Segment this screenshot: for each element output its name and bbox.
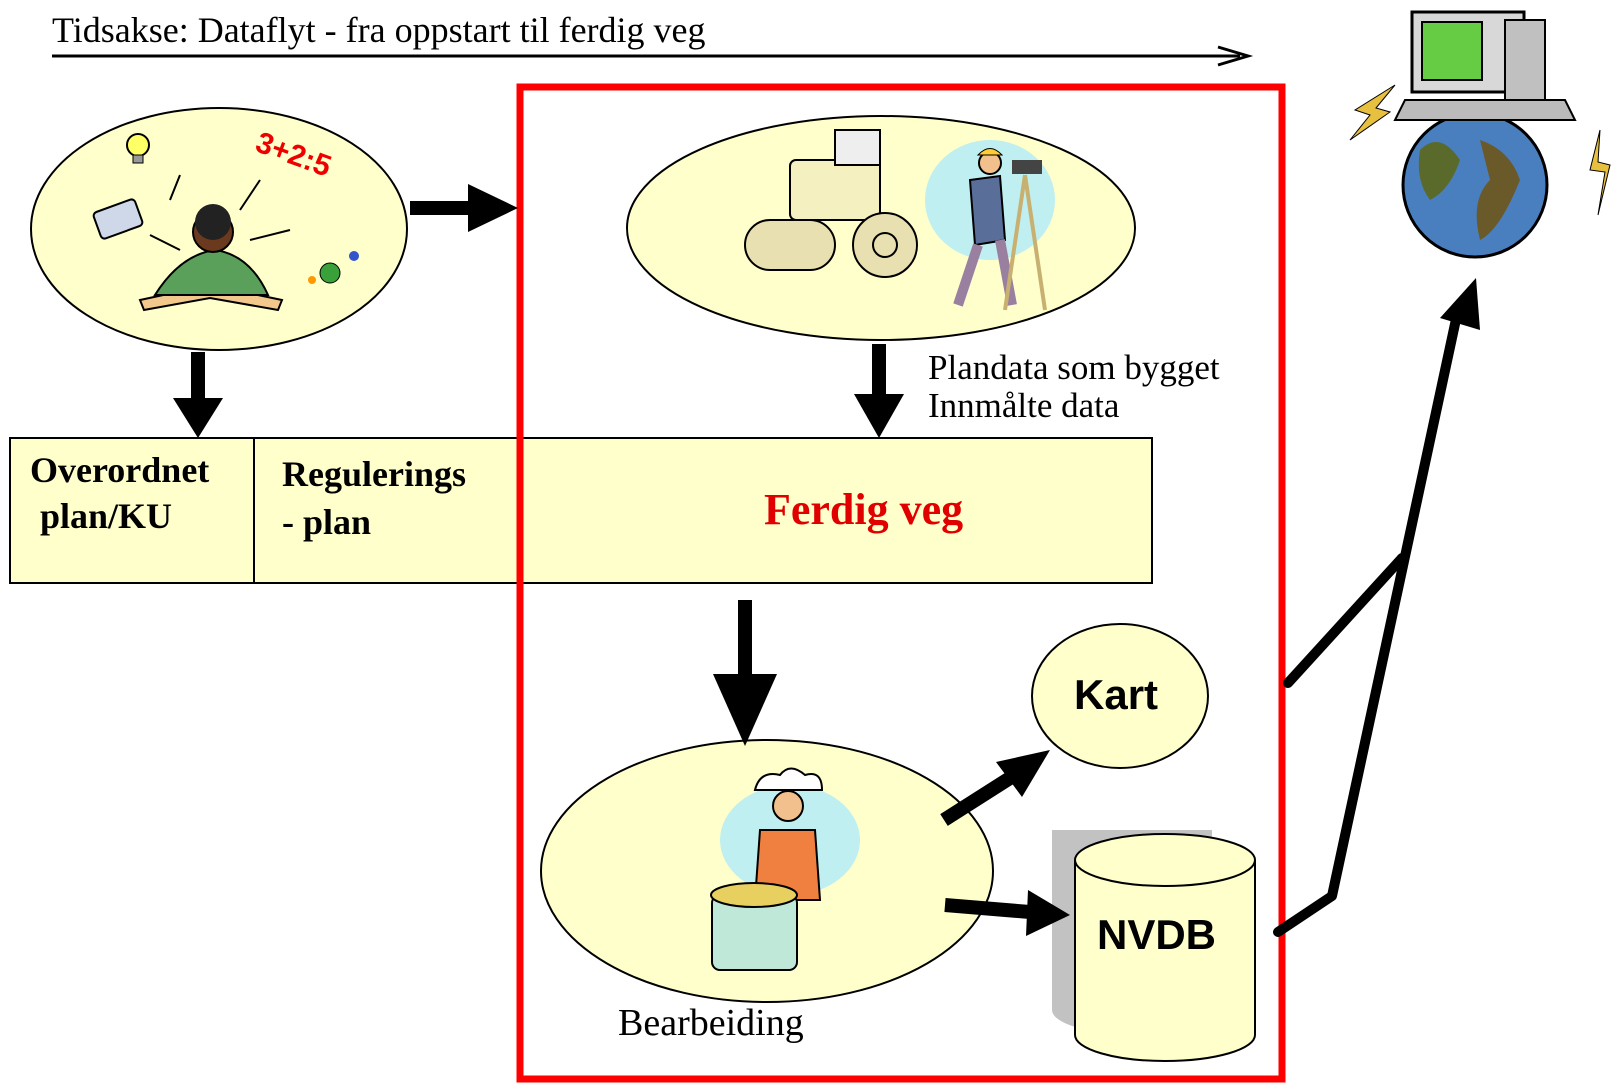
construction-note-line1: Plandata som bygget [928, 348, 1220, 387]
ferdig-veg-label: Ferdig veg [764, 485, 964, 534]
nvdb-label: NVDB [1097, 911, 1217, 958]
surveyor-icon [925, 140, 1055, 311]
nvdb-cylinder [1052, 830, 1256, 1062]
road-roller-icon [744, 129, 918, 278]
regulerings-label-line1: Regulerings [282, 454, 466, 494]
overordnet-label-line2: plan/KU [40, 496, 173, 536]
bearbeiding-label: Bearbeiding [618, 1002, 804, 1044]
construction-note-line2: Innmålte data [928, 386, 1120, 425]
kart-ellipse [1031, 623, 1209, 769]
chef-icon [710, 767, 860, 971]
kart-label: Kart [1074, 671, 1159, 718]
construction-frame [516, 83, 1286, 1083]
computer-globe-icon [1349, 10, 1611, 259]
timeline-arrow [52, 45, 1254, 67]
timeline-label: Tidsakse: Dataflyt - fra oppstart til fe… [52, 10, 706, 50]
flow-arrows [173, 184, 1070, 936]
publish-lines [1273, 305, 1463, 937]
regulerings-label-line2: - plan [282, 502, 372, 542]
publish-arrowhead [1440, 278, 1480, 330]
phase-bar [9, 437, 1153, 584]
overordnet-label-line1: Overordnet [30, 450, 210, 490]
